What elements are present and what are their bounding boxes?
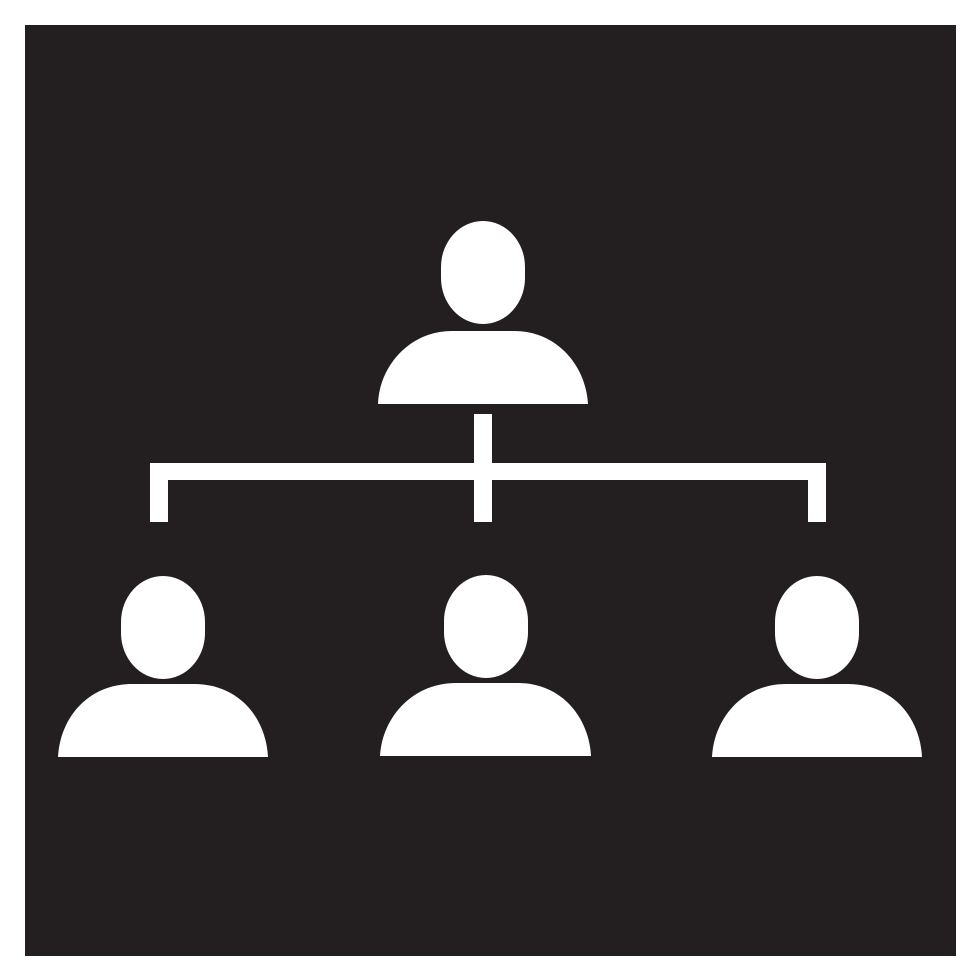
person-head [441,221,525,324]
org-chart-graphic [25,25,956,956]
person-icon-center [380,575,591,756]
person-body [378,331,588,404]
person-head [775,576,859,679]
person-icon-manager [378,221,588,404]
connector-drop-right [808,463,826,522]
org-chart-icon [25,25,956,956]
connector-drop-left [150,463,168,522]
connector-bar [150,463,826,480]
connector-lines [150,414,826,522]
person-icon-left [58,576,268,757]
person-body [712,684,922,757]
person-body [380,683,591,756]
person-head [121,576,205,679]
person-body [58,684,268,757]
person-head [444,575,528,678]
person-icon-right [712,576,922,757]
